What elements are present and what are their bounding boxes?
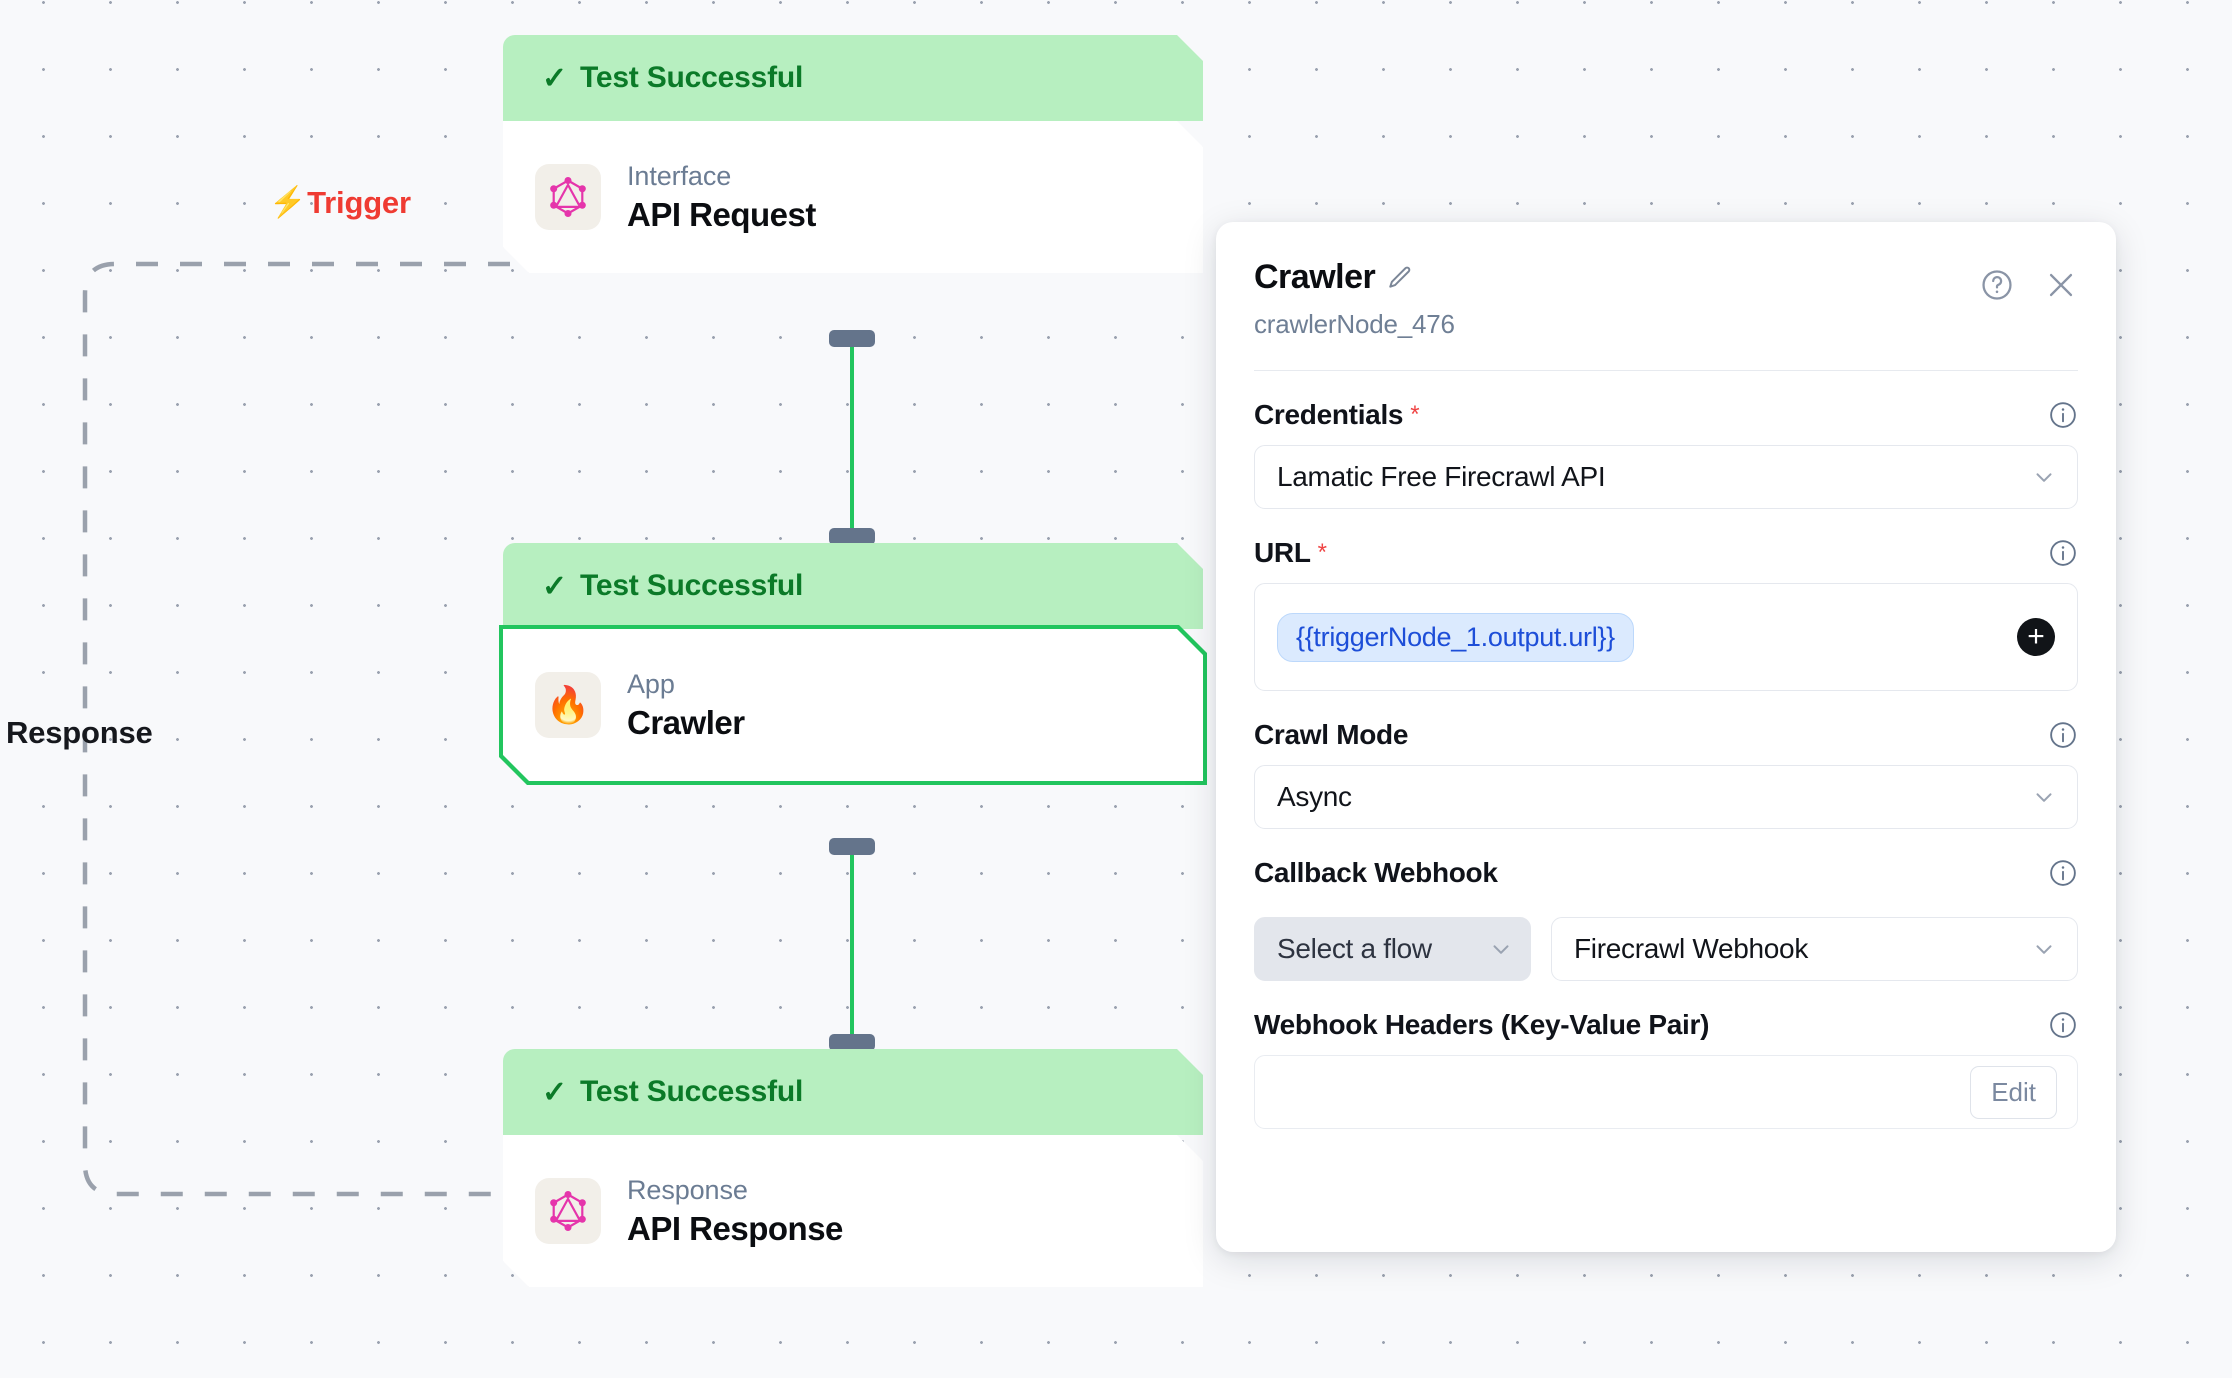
info-icon[interactable] xyxy=(2048,538,2078,568)
graphql-icon xyxy=(535,164,601,230)
node-status-banner: ✓ Test Successful xyxy=(503,35,1203,121)
check-icon: ✓ xyxy=(542,61,567,95)
node-card-body[interactable]: Interface API Request xyxy=(503,121,1203,273)
node-status-text: Test Successful xyxy=(579,61,804,94)
panel-divider xyxy=(1254,370,2078,371)
workflow-node-crawler[interactable]: ✓ Test Successful 🔥 App Crawler xyxy=(503,543,1203,781)
field-callback-webhook: Callback Webhook Select a flow xyxy=(1254,857,2078,981)
trigger-label: ⚡ Trigger xyxy=(269,185,411,221)
handle-request-bottom[interactable] xyxy=(829,330,875,347)
check-icon: ✓ xyxy=(542,1075,567,1109)
info-icon[interactable] xyxy=(2048,720,2078,750)
required-marker: * xyxy=(1410,401,1420,428)
credentials-select[interactable]: Lamatic Free Firecrawl API xyxy=(1254,445,2078,509)
chevron-down-icon xyxy=(1488,936,1514,962)
credentials-value: Lamatic Free Firecrawl API xyxy=(1277,461,1606,492)
node-config-panel[interactable]: Crawler xyxy=(1216,222,2116,1252)
node-title: API Response xyxy=(627,1209,843,1247)
field-url: URL * {{triggerNode_1.output.url}} + xyxy=(1254,537,2078,691)
node-status-banner: ✓ Test Successful xyxy=(503,1049,1203,1135)
response-label: Response xyxy=(6,715,153,750)
crawl-mode-select[interactable]: Async xyxy=(1254,765,2078,829)
edit-headers-button[interactable]: Edit xyxy=(1970,1065,2057,1119)
check-icon: ✓ xyxy=(542,569,567,603)
lightning-bolt-icon: ⚡ xyxy=(269,186,307,219)
chevron-down-icon xyxy=(2031,464,2057,490)
field-credentials: Credentials * Lamatic Free Firecrawl API xyxy=(1254,399,2078,509)
chevron-down-icon xyxy=(2031,784,2057,810)
webhook-headers-label: Webhook Headers (Key-Value Pair) xyxy=(1254,1009,1710,1040)
chevron-down-icon xyxy=(2031,936,2057,962)
node-title: Crawler xyxy=(627,703,745,741)
credentials-label: Credentials xyxy=(1254,399,1404,430)
workflow-node-api-response[interactable]: ✓ Test Successful Response xyxy=(503,1049,1203,1287)
flame-icon: 🔥 xyxy=(535,672,601,738)
panel-body: Credentials * Lamatic Free Firecrawl API xyxy=(1216,399,2116,1129)
required-marker: * xyxy=(1317,539,1327,566)
node-status-text: Test Successful xyxy=(579,569,804,602)
url-label: URL xyxy=(1254,537,1311,568)
url-input[interactable]: {{triggerNode_1.output.url}} + xyxy=(1254,583,2078,691)
callback-webhook-label: Callback Webhook xyxy=(1254,857,1498,888)
flow-select[interactable]: Select a flow xyxy=(1254,917,1531,981)
crawl-mode-value: Async xyxy=(1277,781,1352,812)
close-icon[interactable] xyxy=(2044,268,2078,302)
webhook-headers-input[interactable]: Edit xyxy=(1254,1055,2078,1129)
node-card-body[interactable]: Response API Response xyxy=(503,1135,1203,1287)
info-icon[interactable] xyxy=(2048,1010,2078,1040)
question-circle-icon[interactable] xyxy=(1980,268,2014,302)
graphql-icon xyxy=(535,1178,601,1244)
add-variable-button[interactable]: + xyxy=(2017,618,2055,656)
node-kind-label: App xyxy=(627,668,675,699)
panel-subtitle: crawlerNode_476 xyxy=(1254,309,1455,339)
handle-crawler-top[interactable] xyxy=(829,528,875,545)
url-token-chip[interactable]: {{triggerNode_1.output.url}} xyxy=(1277,612,1634,662)
edge-crawler-to-response xyxy=(850,838,854,1053)
edge-request-to-crawler xyxy=(850,330,854,545)
info-icon[interactable] xyxy=(2048,400,2078,430)
node-status-banner: ✓ Test Successful xyxy=(503,543,1203,629)
webhook-select[interactable]: Firecrawl Webhook xyxy=(1551,917,2078,981)
node-title: API Request xyxy=(627,195,816,233)
workflow-node-api-request[interactable]: ✓ Test Successful Interface xyxy=(503,35,1203,273)
handle-crawler-bottom[interactable] xyxy=(829,838,875,855)
webhook-select-value: Firecrawl Webhook xyxy=(1574,933,1809,964)
field-webhook-headers: Webhook Headers (Key-Value Pair) Edit xyxy=(1254,1009,2078,1129)
panel-title-group: Crawler xyxy=(1254,258,1413,297)
node-status-text: Test Successful xyxy=(579,1075,804,1108)
handle-response-top[interactable] xyxy=(829,1034,875,1051)
field-crawl-mode: Crawl Mode Async xyxy=(1254,719,2078,829)
flow-select-value: Select a flow xyxy=(1277,933,1432,964)
panel-title-text: Crawler xyxy=(1254,258,1376,296)
node-kind-label: Response xyxy=(627,1174,748,1205)
pencil-icon[interactable] xyxy=(1387,265,1413,291)
panel-header: Crawler xyxy=(1216,222,2116,340)
info-icon[interactable] xyxy=(2048,858,2078,888)
node-kind-label: Interface xyxy=(627,160,732,191)
node-card-body[interactable]: 🔥 App Crawler xyxy=(503,629,1203,781)
crawl-mode-label: Crawl Mode xyxy=(1254,719,1409,750)
trigger-label-text: Trigger xyxy=(307,185,411,220)
